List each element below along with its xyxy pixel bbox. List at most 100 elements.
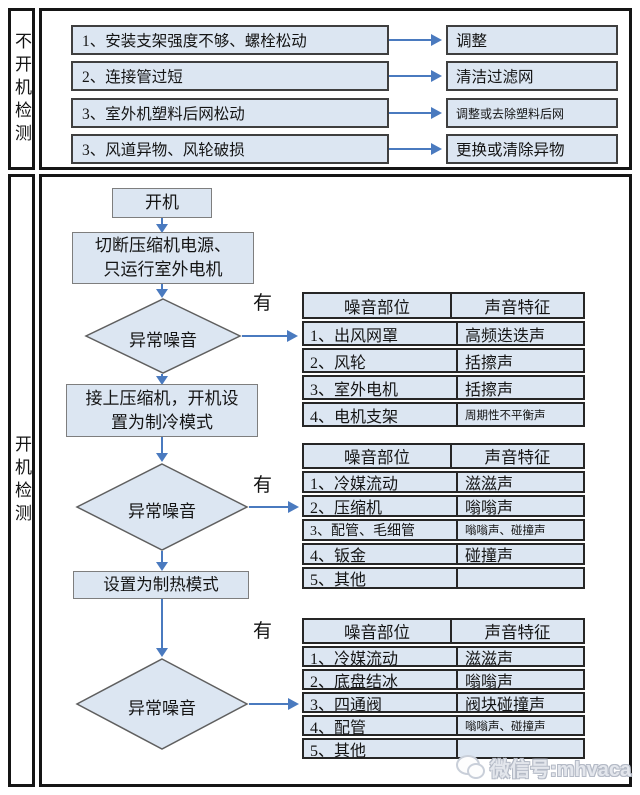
arrow-down-icon (156, 453, 168, 462)
arrow-line (242, 335, 288, 337)
arrow-right-icon (431, 107, 442, 119)
flow-step2-line2: 置为制冷模式 (111, 412, 213, 432)
yes-label: 有 (253, 475, 273, 496)
table-row: 2、底盘结冰 嗡嗡声 (302, 669, 585, 691)
flow-step2-line1: 接上压缩机，开机设 (85, 388, 239, 408)
action-box: 更换或清除异物 (446, 134, 618, 164)
arrow-line (249, 703, 289, 705)
table-row: 2、压缩机 嗡嗡声 (302, 495, 585, 517)
problem-box: 1、安装支架强度不够、螺栓松动 (71, 25, 389, 55)
arrow-down-icon (156, 648, 168, 657)
table-row: 1、冷媒流动 滋滋声 (302, 471, 585, 493)
arrow-line (389, 39, 432, 41)
cell-part: 5、其他 (304, 569, 458, 589)
cell-part: 2、底盘结冰 (304, 671, 458, 691)
table-header-row: 噪音部位 声音特征 (302, 292, 585, 319)
noise-table-3: 噪音部位 声音特征 1、冷媒流动 滋滋声 2、底盘结冰 嗡嗡声 3、四通阀 阀块… (302, 618, 585, 761)
cell-part: 2、风轮 (304, 350, 458, 372)
yes-label: 有 (253, 293, 273, 314)
arrow-down-icon (156, 289, 168, 298)
wechat-icon (456, 754, 486, 781)
arrow-right-icon (288, 501, 299, 513)
flow-step2-box: 接上压缩机，开机设 置为制冷模式 (66, 384, 258, 437)
cell-part: 1、出风网罩 (304, 323, 458, 345)
arrow-right-icon (288, 698, 299, 710)
arrow-line (161, 374, 163, 377)
arrow-right-icon (431, 143, 442, 155)
arrow-right-icon (431, 70, 442, 82)
decision2-label: 异常噪音 (128, 502, 196, 521)
table-row: 3、配管、毛细管 嗡嗡声、碰撞声 (302, 519, 585, 541)
cell-feature: 嗡嗡声、碰撞声 (465, 720, 546, 733)
flow-start-box: 开机 (112, 188, 212, 218)
arrow-down-icon (156, 376, 168, 385)
action-box: 清洁过滤网 (446, 61, 618, 91)
cell-part: 4、钣金 (304, 545, 458, 565)
top-section-label: 不开机检测 (12, 31, 31, 147)
top-section-label-cell: 不开机检测 (8, 8, 35, 170)
table-row: 1、冷媒流动 滋滋声 (302, 646, 585, 668)
cell-feature: 嗡嗡声 (465, 500, 514, 517)
arrow-right-icon (431, 34, 442, 46)
arrow-line (161, 551, 163, 563)
cell-feature: 括擦声 (465, 381, 514, 399)
table-row: 1、出风网罩 高频迭迭声 (302, 321, 585, 346)
cell-part: 3、四通阀 (304, 694, 458, 714)
action-box: 调整或去除塑料后网 (446, 98, 618, 128)
noise-table-1: 噪音部位 声音特征 1、出风网罩 高频迭迭声 2、风轮 括擦声 3、室外电机 括… (302, 292, 585, 429)
cell-part: 5、其他 (304, 740, 458, 760)
cell-part: 4、电机支架 (304, 404, 458, 426)
col-header-feature: 声音特征 (484, 623, 551, 642)
arrow-down-icon (156, 224, 168, 233)
watermark-text: 微信号:mhvaca (490, 759, 632, 781)
arrow-down-icon (156, 562, 168, 571)
decision3-label: 异常噪音 (128, 699, 196, 718)
arrow-line (389, 148, 432, 150)
table-row: 3、室外电机 括擦声 (302, 375, 585, 400)
cell-feature: 周期性不平衡声 (465, 409, 546, 422)
table-row: 4、配管 嗡嗡声、碰撞声 (302, 715, 585, 737)
decision1-label: 异常噪音 (129, 331, 197, 350)
bottom-section-label: 开机检测 (12, 434, 31, 527)
arrow-line (249, 506, 289, 508)
bottom-section-label-cell: 开机检测 (8, 174, 35, 787)
col-header-feature: 声音特征 (484, 448, 551, 467)
col-header-part: 噪音部位 (304, 445, 452, 467)
cell-feature: 阀块碰撞声 (465, 696, 546, 714)
watermark: 微信号:mhvaca (456, 753, 631, 782)
table-header-row: 噪音部位 声音特征 (302, 618, 585, 644)
table-row: 5、其他 (302, 567, 585, 589)
col-header-part: 噪音部位 (304, 620, 452, 642)
flow-step3-box: 设置为制热模式 (73, 571, 249, 599)
cell-feature: 括擦声 (465, 354, 514, 372)
action-box: 调整 (446, 25, 618, 55)
decision3-diamond (75, 658, 249, 750)
decision1-diamond (84, 298, 242, 374)
cell-part: 4、配管 (304, 717, 458, 737)
arrow-line (161, 284, 163, 290)
flow-step1-line1: 切断压缩机电源、 (95, 236, 231, 255)
flow-step1-line2: 只运行室外电机 (103, 260, 223, 279)
cell-feature (458, 569, 583, 587)
cell-feature: 滋滋声 (465, 476, 514, 493)
cell-part: 2、压缩机 (304, 497, 458, 517)
table-row: 5、其他 (302, 738, 585, 760)
problem-box: 2、连接管过短 (71, 61, 389, 91)
cell-feature: 高频迭迭声 (465, 327, 546, 345)
yes-label: 有 (253, 621, 273, 642)
cell-feature: 嗡嗡声 (465, 673, 514, 691)
cell-feature: 嗡嗡声、碰撞声 (465, 525, 546, 537)
cell-feature: 碰撞声 (465, 548, 514, 565)
arrow-line (161, 599, 163, 649)
cell-part: 3、室外电机 (304, 377, 458, 399)
table-row: 4、钣金 碰撞声 (302, 543, 585, 565)
problem-box: 3、风道异物、风轮破损 (71, 134, 389, 164)
arrow-line (161, 218, 163, 225)
arrow-line (389, 75, 432, 77)
arrow-right-icon (287, 330, 298, 342)
table-row: 3、四通阀 阀块碰撞声 (302, 692, 585, 714)
cell-feature: 滋滋声 (465, 650, 514, 668)
cell-part: 3、配管、毛细管 (304, 521, 458, 539)
col-header-feature: 声音特征 (484, 297, 551, 317)
